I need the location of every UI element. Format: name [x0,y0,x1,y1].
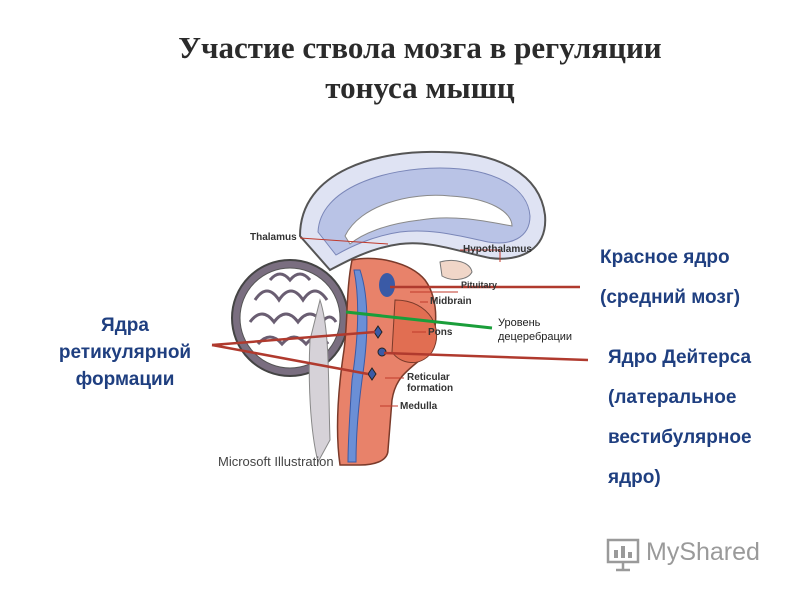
label-reticular-2: formation [407,383,454,394]
watermark-text: MyShared [646,538,760,566]
reticular-formation-label: Ядра ретикулярной формации [40,312,210,393]
illustration-credit: Microsoft Illustration [218,454,334,469]
reticular-nucleus-marker-2 [367,367,377,381]
deiters-line-4: ядро) [608,467,661,488]
red-nucleus-shape [379,273,395,297]
red-nucleus-line-1: Красное ядро [600,247,730,268]
title-line-2: тонуса мышц [325,70,515,105]
label-thalamus: Thalamus [250,232,297,243]
decerebration-line-2: децеребрации [498,331,573,343]
deiters-label: Ядро Дейтерса (латеральное вестибулярное… [608,338,752,498]
reticular-line-3: формации [75,369,175,390]
reticular-line-1: Ядра [101,315,149,336]
decerebration-label: Уровень децеребрации [498,316,572,344]
deiters-pointer [383,351,589,362]
slide-title: Участие ствола мозга в регуляции тонуса … [120,28,720,108]
reticular-pointer-1 [211,330,376,347]
label-pons: Pons [428,327,453,338]
label-hypothalamus: Hypothalamus [463,244,532,255]
corpus-callosum [344,194,513,245]
decerebration-line [345,310,493,330]
label-reticular: Reticular formation [407,372,453,394]
label-pituitary: Pituitary [461,280,498,290]
label-medulla: Medulla [400,401,438,412]
deiters-line-3: вестибулярное [608,427,752,448]
pons-bulge [391,299,438,363]
deiters-line-2: (латеральное [608,387,737,408]
deiters-line-1: Ядро Дейтерса [608,347,752,368]
title-line-1: Участие ствола мозга в регуляции [178,30,662,65]
pituitary-shape [439,259,473,280]
reticular-nucleus-marker-1 [373,325,383,339]
red-nucleus-label: Красное ядро (средний мозг) [600,238,740,318]
label-midbrain: Midbrain [430,296,472,307]
reticular-pointer-2 [211,343,369,376]
presentation-icon [606,538,640,572]
label-reticular-1: Reticular [407,372,450,383]
red-nucleus-line-2: (средний мозг) [600,287,741,308]
reticular-line-2: ретикулярной [58,342,192,363]
decerebration-line-1: Уровень [498,317,541,329]
